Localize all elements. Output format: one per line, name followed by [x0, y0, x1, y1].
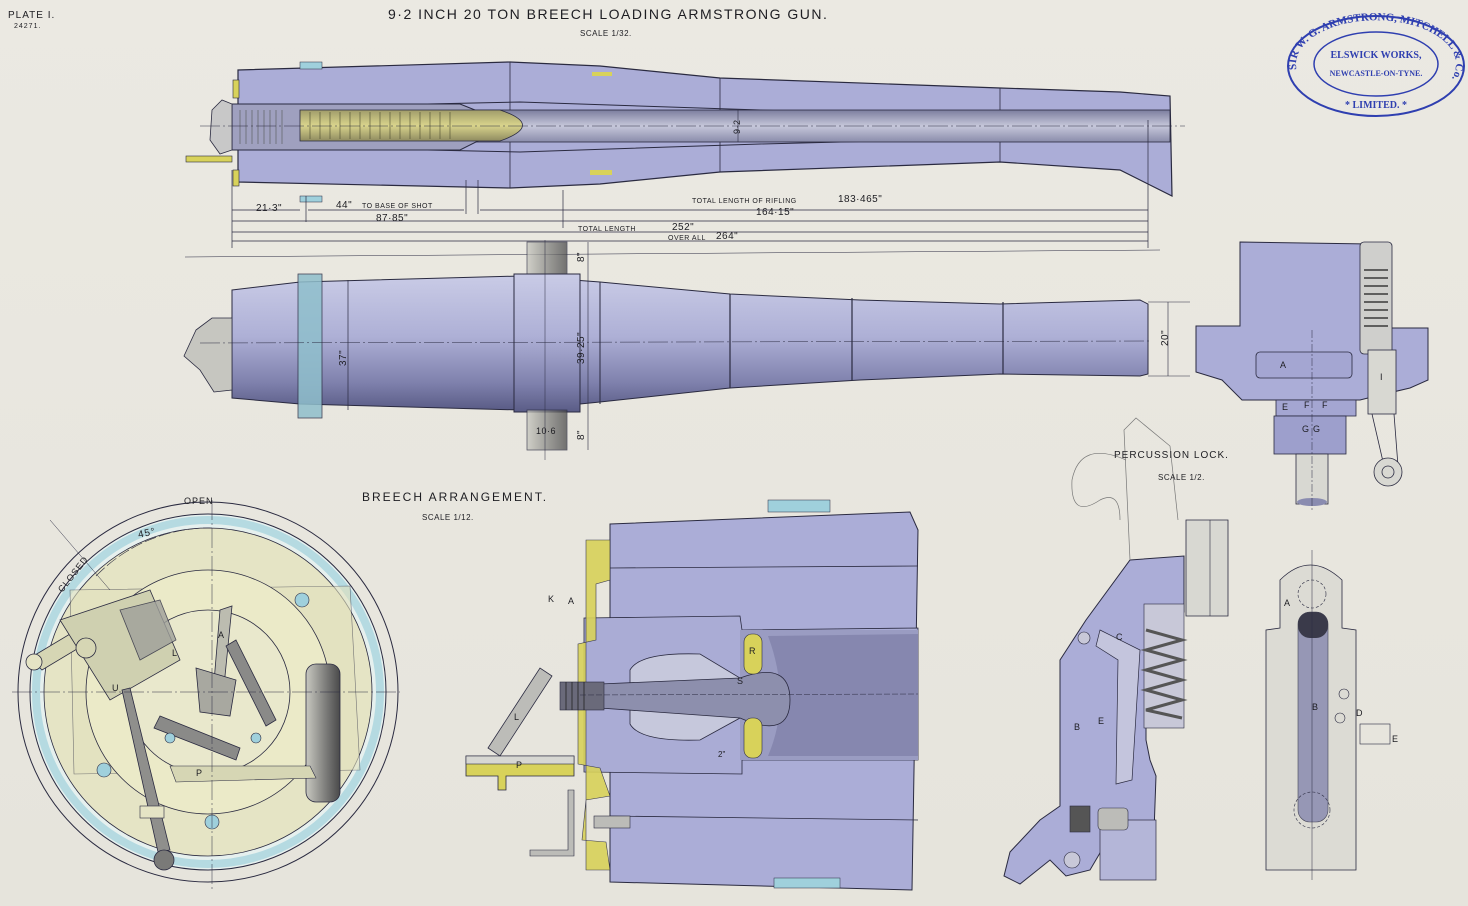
face-part-u: U: [112, 683, 119, 693]
lock-front-part-a: A: [1284, 598, 1291, 608]
plate-title: 9·2 INCH 20 TON BREECH LOADING ARMSTRONG…: [388, 6, 829, 22]
face-part-p: P: [196, 768, 203, 778]
lock-plan-part-a: A: [1280, 360, 1287, 370]
plate-reference: 24271.: [14, 23, 42, 30]
section-part-p: P: [516, 760, 523, 770]
lock-front-part-b: B: [1312, 702, 1319, 712]
lock-plan-part-f1: F: [1304, 400, 1310, 410]
dim-chamber: 87·85": [376, 213, 409, 224]
breech-face-view: [12, 500, 400, 890]
section-part-s: S: [737, 676, 744, 686]
gun-exterior-view: [183, 240, 1190, 460]
stamp-limited: * LIMITED. *: [1345, 100, 1407, 111]
dim-muzzle-diameter: 20": [1160, 329, 1171, 346]
section-dim: 2": [718, 750, 726, 759]
dim-trunnion-diameter: 39·25": [576, 331, 587, 364]
section-part-l: L: [514, 712, 520, 722]
percussion-lock-plan: [1195, 241, 1429, 512]
section-part-k: K: [548, 594, 555, 604]
trunnion-block: [513, 273, 581, 413]
trunnion-bottom: [526, 409, 568, 451]
percussion-lock-side: [1003, 417, 1229, 885]
dim-shot-base: 44": [336, 200, 353, 211]
dim-trunnion-top: 8": [576, 251, 587, 262]
stamp-line2: NEWCASTLE-ON-TYNE.: [1330, 69, 1423, 78]
plate-number: PLATE I.: [8, 10, 56, 21]
breech-arrangement-title: BREECH ARRANGEMENT.: [362, 490, 549, 504]
dim-breech-diameter: 37": [338, 349, 349, 366]
dim-overall-value: 264": [716, 231, 739, 242]
dim-164: 164·15": [756, 207, 795, 218]
shot: [299, 109, 523, 142]
trunnion-top: [526, 241, 568, 279]
dim-total-label: TOTAL LENGTH: [578, 226, 636, 233]
manufacturer-stamp: SIR W. G. ARMSTRONG, MITCHELL & Co. * LI…: [1287, 11, 1465, 117]
percussion-lock-title: PERCUSSION LOCK.: [1114, 450, 1229, 461]
lock-plan-part-i: I: [1380, 372, 1383, 382]
section-part-r: R: [749, 646, 756, 656]
section-part-a: A: [568, 596, 575, 606]
lock-side-part-c: C: [1116, 632, 1123, 642]
lock-side-part-b: B: [1074, 722, 1081, 732]
percussion-lock-scale: SCALE 1/2.: [1158, 473, 1205, 482]
lock-plan-part-g2: G: [1313, 424, 1321, 434]
face-part-l: L: [172, 648, 178, 658]
lock-plan-part-e: E: [1282, 402, 1289, 412]
gun-longitudinal-section: [185, 61, 1185, 203]
dim-trunnion-width: 10·6: [536, 426, 557, 436]
dim-rifling-value: 183·465": [838, 194, 883, 205]
breech-section-view: [465, 499, 919, 891]
breech-band: [297, 273, 323, 419]
dim-trunnion-bottom: 8": [576, 429, 587, 440]
percussion-lock-front: [1265, 550, 1391, 880]
lock-plan-part-f2: F: [1322, 400, 1328, 410]
dim-total-value: 252": [672, 222, 695, 233]
dim-shot-base-note: TO BASE OF SHOT: [362, 203, 433, 210]
label-open: OPEN: [184, 496, 214, 506]
lock-plan-part-g1: G: [1302, 424, 1310, 434]
lock-front-part-e: E: [1392, 734, 1399, 744]
breech-arrangement-scale: SCALE 1/12.: [422, 513, 474, 522]
dim-breech-length: 21·3": [256, 203, 283, 214]
face-part-a: A: [218, 630, 225, 640]
lock-front-part-d: D: [1356, 708, 1363, 718]
breech-cylinder: [305, 663, 341, 803]
dim-rifling-label: TOTAL LENGTH OF RIFLING: [692, 198, 797, 205]
stamp-line1: ELSWICK WORKS,: [1331, 50, 1422, 61]
lock-side-part-e: E: [1098, 716, 1105, 726]
dim-overall-label: OVER ALL: [668, 235, 706, 242]
plate-scale: SCALE 1/32.: [580, 29, 632, 38]
bore-diameter: 9·2: [732, 119, 742, 134]
section-dimension-lines: [184, 120, 1161, 258]
